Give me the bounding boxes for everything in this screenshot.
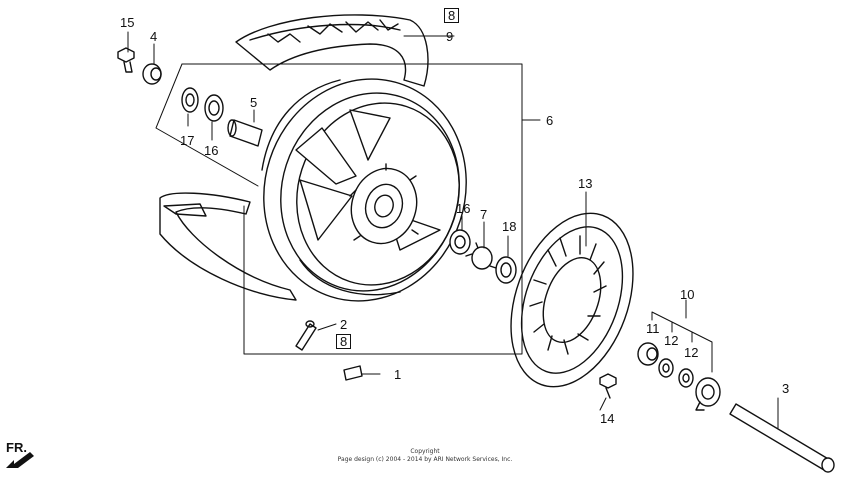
callout-13: 13: [578, 176, 593, 191]
callout-3: 3: [782, 381, 790, 396]
callout-9: 9: [446, 29, 454, 44]
bearing-16-left: [204, 94, 224, 122]
callout-5: 5: [250, 95, 258, 110]
callout-10: 10: [680, 287, 695, 302]
copyright-line-2: Page design (c) 2004 - 2014 by ARI Netwo…: [337, 456, 513, 463]
callout-15: 15: [120, 15, 135, 30]
collar-12-b: [678, 368, 694, 388]
callout-11: 11: [646, 321, 660, 336]
callout-8-tire: 8: [444, 8, 460, 23]
callout-16-left: 16: [204, 143, 219, 158]
balance-weight-1: [343, 365, 363, 381]
callout-12-b: 12: [684, 345, 699, 360]
spacer-5: [227, 119, 263, 147]
copyright-line-1: Copyright: [410, 448, 440, 455]
brake-disc: [510, 212, 634, 388]
callout-8-valve: 8: [336, 334, 352, 349]
callout-14: 14: [600, 411, 615, 426]
tire: [235, 14, 429, 87]
callout-16-right: 16: [456, 201, 471, 216]
callout-4: 4: [150, 29, 158, 44]
speedometer-gearbox: [695, 377, 721, 411]
callout-2: 2: [340, 317, 348, 332]
side-collar-11: [637, 342, 659, 366]
bolt-15: [117, 47, 135, 73]
collar-4: [142, 63, 162, 85]
callout-7: 7: [480, 207, 488, 222]
wheel-rim: [261, 78, 467, 302]
seal-17: [181, 87, 199, 113]
axle-3: [729, 403, 835, 473]
callout-1: 1: [394, 367, 402, 382]
bearing-16-right: [449, 229, 471, 255]
front-direction-arrow-icon: [6, 452, 34, 468]
callout-17: 17: [180, 133, 195, 148]
bolt-14: [599, 373, 617, 399]
front-direction-label: FR.: [6, 440, 27, 455]
callout-6: 6: [546, 113, 554, 128]
callout-18: 18: [502, 219, 517, 234]
valve-2: [295, 320, 317, 351]
fender: [159, 192, 297, 301]
collar-12-a: [658, 358, 674, 378]
seal-18: [495, 256, 517, 284]
gear-retainer-7: [465, 242, 497, 270]
callout-12-a: 12: [664, 333, 679, 348]
